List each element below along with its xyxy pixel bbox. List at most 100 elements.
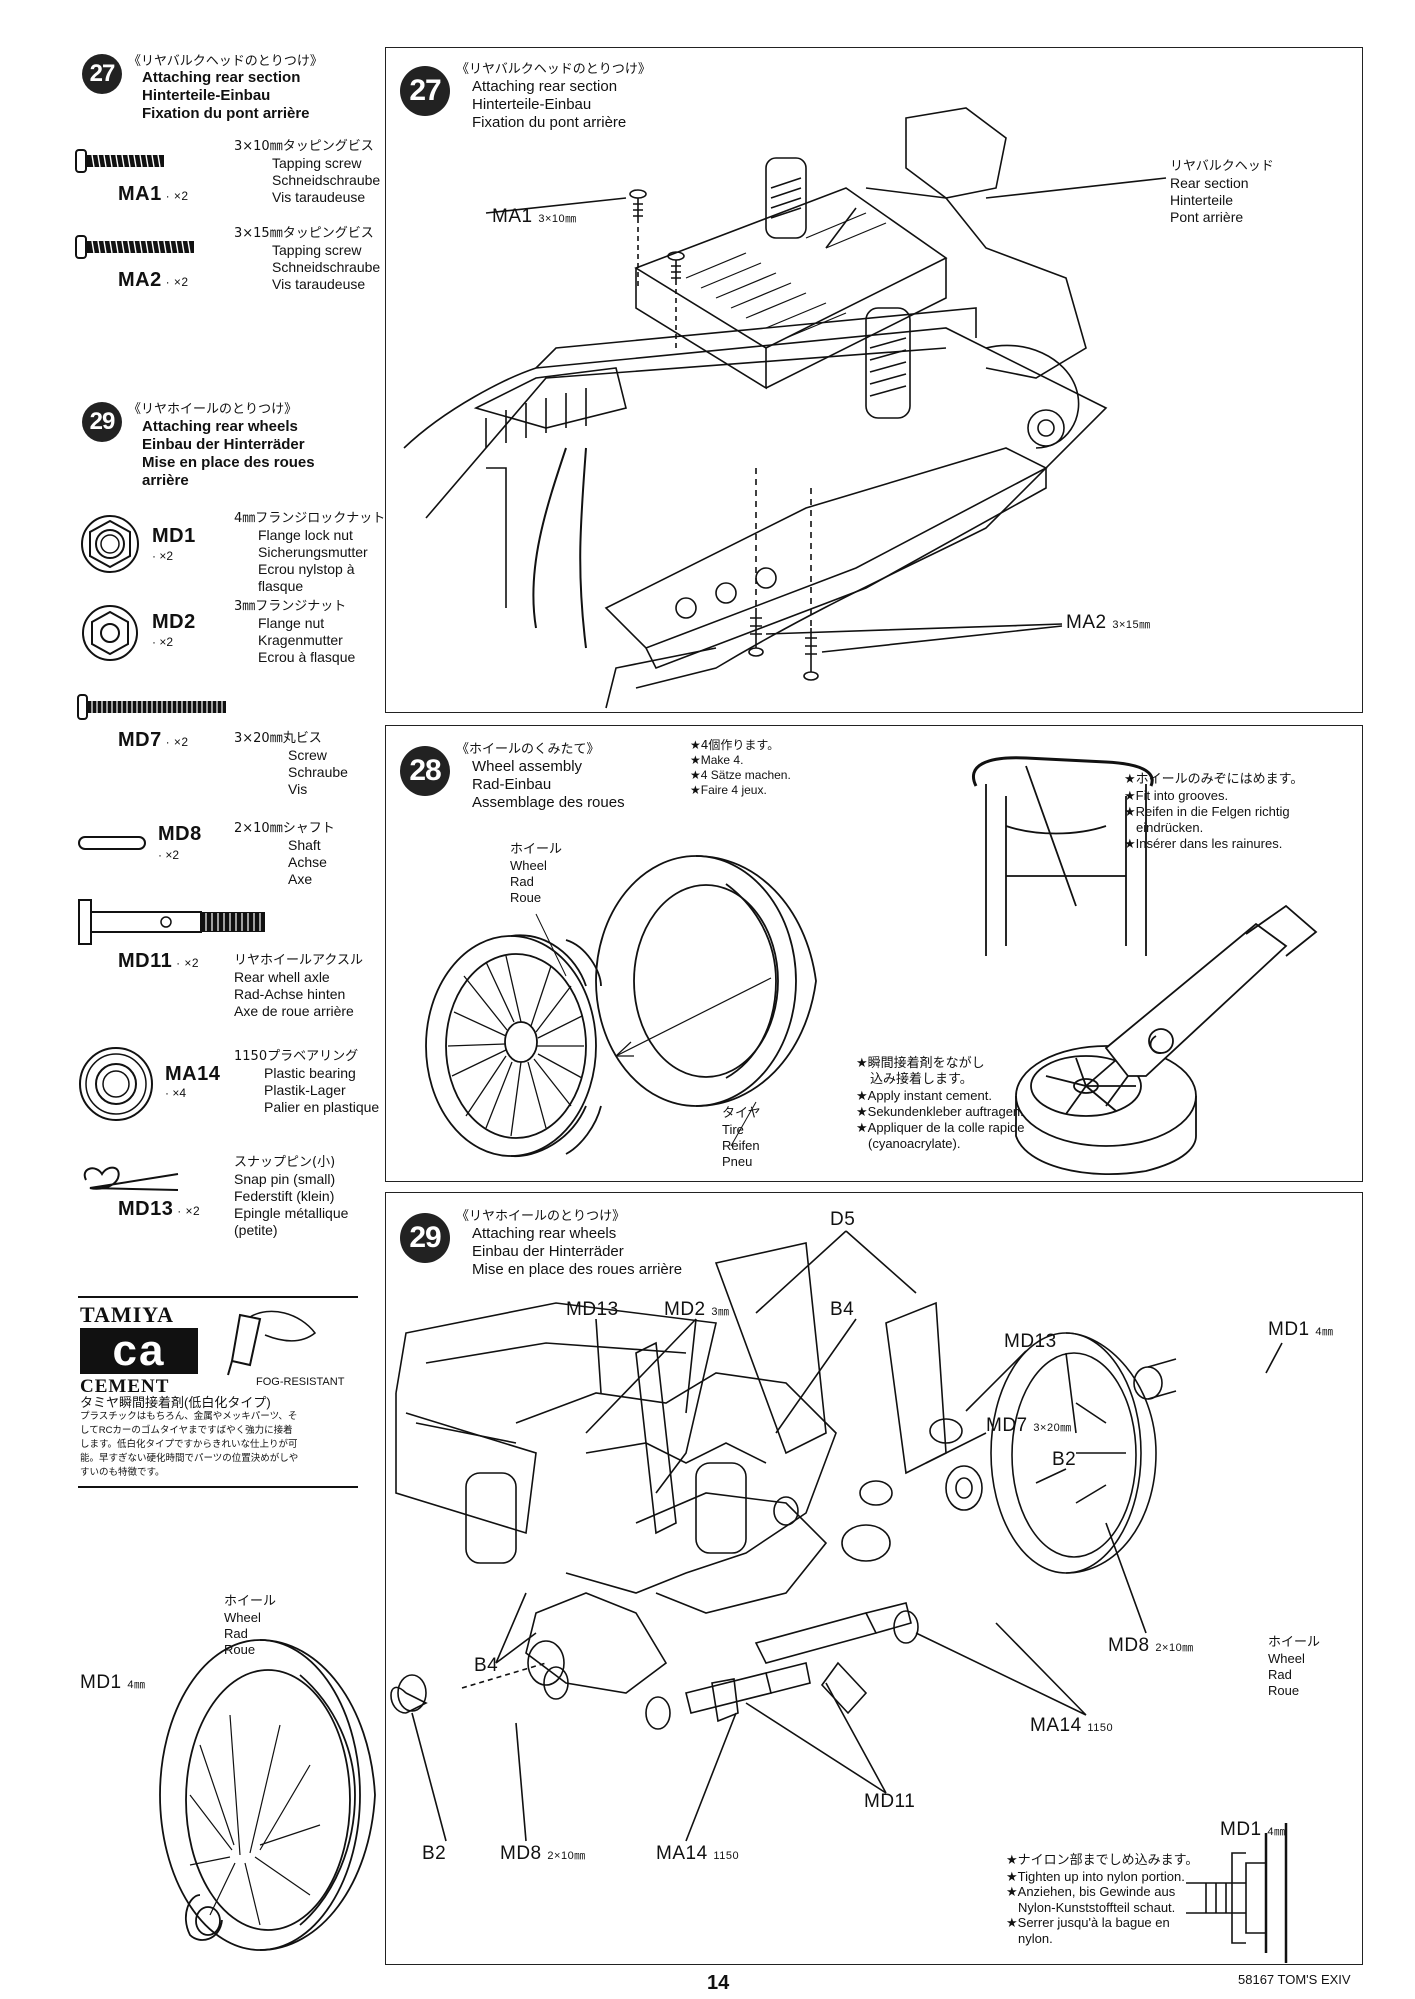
md11-fr: Axe de roue arrière (234, 1003, 354, 1019)
nylon-note-fr1: ★Serrer jusqu'à la bague en (1006, 1915, 1170, 1930)
label-md7: MD7 (986, 1415, 1028, 1436)
ma2-qty: ×2 (173, 275, 189, 289)
panel-step-29: 29 《リヤホイールのとりつけ》 Attaching rear wheels E… (385, 1192, 1363, 1965)
panel-27-en: Attaching rear section (472, 78, 618, 95)
make-4-en: ★Make 4. (690, 753, 744, 767)
snap-pin-md13-icon (83, 1166, 179, 1191)
md7-de: Schraube (288, 764, 348, 780)
left-wheel-fr: Roue (224, 1642, 256, 1657)
plastic-bearing-ma14-icon (79, 1047, 153, 1121)
md7-code: MD7 (118, 729, 162, 751)
panel-29-de: Einbau der Hinterräder (472, 1243, 624, 1260)
md1-fr2: flasque (258, 578, 304, 594)
ca-logo: ca (80, 1328, 198, 1374)
md13-code: MD13 (118, 1198, 174, 1220)
left-wheel-en: Wheel (224, 1610, 261, 1625)
nylon-note-jp: ★ナイロン部までしめ込みます。 (1006, 1853, 1199, 1868)
md7-size-jp: 3×20㎜丸ビス (234, 731, 322, 746)
nylon-note-de2: Nylon-Kunststoffteil schaut. (1018, 1899, 1176, 1915)
label-md1-a: MD1 (1268, 1319, 1310, 1340)
step-27-fr: Fixation du pont arrière (142, 105, 310, 122)
label-md8-b-size: 2×10㎜ (547, 1850, 586, 1862)
label-md2-size: 3㎜ (711, 1306, 730, 1318)
tire-label-jp: タイヤ (722, 1106, 761, 1121)
md7-qty: ×2 (173, 735, 189, 749)
rear-section-fr: Pont arrière (1170, 209, 1244, 225)
wheel-label-de: Rad (510, 874, 534, 889)
tapping-screw-ma2-icon (75, 235, 194, 259)
cement-jp-2: してRCカーのゴムタイヤまですばやく強力に接着 (80, 1425, 293, 1436)
md1-en: Flange lock nut (258, 527, 353, 543)
page-number: 14 (707, 1972, 730, 1994)
ma1-code: MA1 (118, 183, 162, 205)
md1-de: Sicherungsmutter (258, 544, 368, 560)
step-29-fr1: Mise en place des roues (142, 454, 315, 471)
md1-code: MD1 (152, 525, 196, 547)
cement-note-jp1: ★瞬間接着剤をながし (856, 1056, 985, 1071)
left-wheel-diagram (159, 1639, 376, 1951)
cement-jp-title: タミヤ瞬間接着剤(低白化タイプ) (80, 1395, 271, 1410)
step-29-fr2: arrière (142, 472, 189, 489)
ma1-de: Schneidschraube (272, 172, 381, 188)
label-md8-a: MD8 (1108, 1635, 1150, 1656)
ma1-qty: ×2 (173, 189, 189, 203)
md2-qty: ×2 (159, 635, 174, 649)
label-md1-b: MD1 (80, 1672, 122, 1693)
step-29-badge: 29 (82, 402, 122, 442)
step-29-jp: 《リヤホイールのとりつけ》 (128, 402, 298, 417)
tamiya-brand: TAMIYA (80, 1302, 175, 1327)
label-md13-b: MD13 (1004, 1331, 1057, 1352)
flange-lock-nut-md1-icon (81, 515, 139, 573)
cement-jp-3: します。低白化タイプですからきれいな仕上りが可 (80, 1439, 298, 1450)
md8-de: Achse (288, 854, 327, 870)
panel-step-28: 28 《ホイールのくみたて》 Wheel assembly Rad-Einbau… (385, 725, 1363, 1182)
panel-27-ma2-size: 3×15㎜ (1112, 619, 1151, 631)
md13-size-jp: スナップピン(小) (234, 1155, 336, 1170)
label-md11: MD11 (864, 1791, 916, 1812)
md13-de: Federstift (klein) (234, 1188, 335, 1204)
screw-md7-icon (77, 694, 226, 720)
p29-wheel-de: Rad (1268, 1667, 1292, 1682)
md11-qty: ×2 (184, 956, 200, 970)
step-27-title: Attaching rear section Hinterteile-Einba… (142, 69, 310, 123)
panel-28-fr: Assemblage des roues (472, 794, 625, 811)
label-ma14-b: MA14 (656, 1843, 708, 1864)
rear-section-de: Hinterteile (1170, 192, 1234, 208)
ma2-size-jp: 3×15㎜タッピングビス (234, 226, 374, 241)
md8-fr: Axe (288, 871, 313, 887)
md2-size-jp: 3㎜フランジナット (234, 599, 347, 614)
step-29-title: Attaching rear wheels Einbau der Hinterr… (142, 418, 315, 490)
groove-note-en: ★Fit into grooves. (1124, 788, 1229, 803)
label-md1-b-size: 4㎜ (127, 1679, 146, 1691)
label-b2-a: B2 (1052, 1449, 1077, 1470)
md13-fr1: Epingle métallique (234, 1205, 349, 1221)
ma14-size-jp: 1150プラベアリング (234, 1049, 359, 1064)
nylon-note-en: ★Tighten up into nylon portion. (1006, 1868, 1185, 1884)
step-29-de: Einbau der Hinterräder (142, 436, 305, 453)
label-md1-c: MD1 (1220, 1819, 1262, 1840)
label-md7-size: 3×20㎜ (1033, 1422, 1072, 1434)
panel-28-badge: 28 (400, 746, 450, 796)
label-ma14-a-size: 1150 (1087, 1722, 1114, 1734)
md11-size-jp: リヤホイールアクスル (234, 953, 363, 968)
p29-wheel-en: Wheel (1268, 1651, 1305, 1666)
panel-27-de: Hinterteile-Einbau (472, 96, 592, 113)
ma2-fr: Vis taraudeuse (272, 276, 366, 292)
step-29-en: Attaching rear wheels (142, 418, 298, 435)
md7-en: Screw (288, 747, 327, 763)
md1-size-jp: 4㎜フランジロックナット (234, 511, 386, 526)
md11-de: Rad-Achse hinten (234, 986, 346, 1002)
ma14-qty: ×4 (172, 1086, 187, 1100)
ma14-en: Plastic bearing (264, 1065, 356, 1081)
ma1-en: Tapping screw (272, 155, 362, 171)
make-4-jp: ★4個作ります。 (690, 738, 780, 752)
ma2-en: Tapping screw (272, 242, 362, 258)
label-b4-a: B4 (830, 1299, 855, 1320)
rear-wheel-install-diagram (390, 1230, 1288, 1963)
panel-28-en: Wheel assembly (472, 758, 583, 775)
label-b2-b: B2 (422, 1843, 447, 1864)
tire-label-de: Reifen (722, 1138, 760, 1153)
ma1-fr: Vis taraudeuse (272, 189, 366, 205)
md1-fr1: Ecrou nylstop à (258, 561, 355, 577)
panel-27-fr: Fixation du pont arrière (472, 114, 627, 131)
